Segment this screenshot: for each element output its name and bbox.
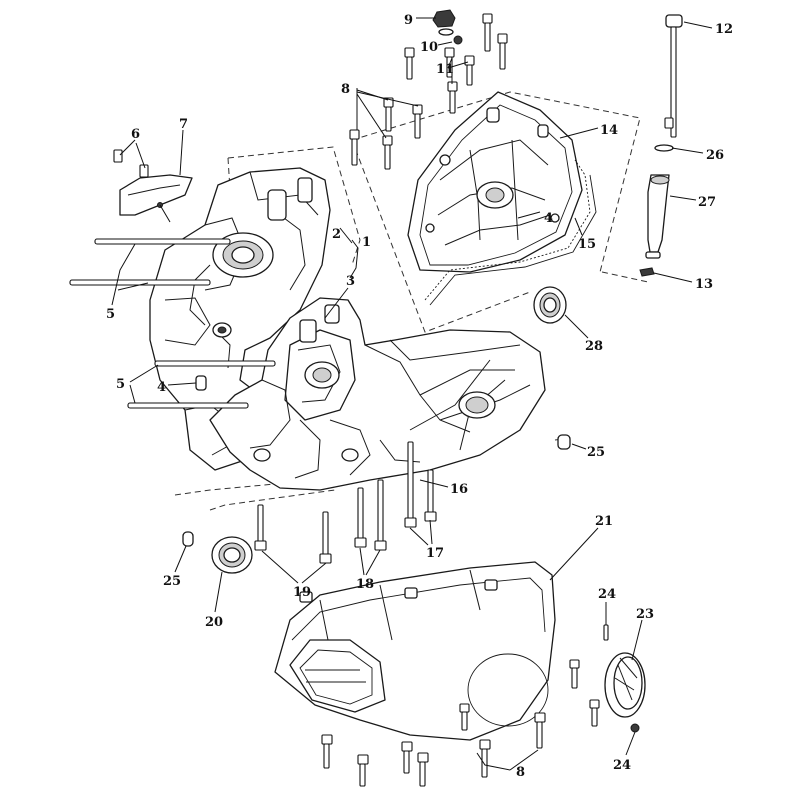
callout-12: 12 [715,22,733,37]
callout-17: 17 [426,546,444,561]
callout-7: 7 [179,117,188,132]
dipstick-assembly [639,14,683,277]
callout-3: 3 [346,274,355,289]
callout-1: 1 [362,235,371,250]
callout-2: 2 [332,227,341,242]
callout-13: 13 [695,277,713,292]
bolt [447,81,458,114]
bolt [464,55,475,86]
bolt [417,752,429,787]
callout-23: 23 [636,607,654,622]
crankcase-side-cover [407,91,597,306]
callout-20: 20 [205,615,223,630]
callout-11: 11 [436,62,454,77]
crankcase-joint-bolts [254,441,437,564]
dowel-pins [182,375,571,547]
bolt [479,739,491,778]
callout-27: 27 [698,195,716,210]
cvt-cover [274,561,556,741]
right-crankcase-half [209,297,546,491]
bolt [357,754,369,787]
bolt [459,703,470,731]
bolt [349,129,360,166]
cover-cap-23 [603,624,646,733]
cvt-cover-bolts [321,659,600,787]
callout-28: 28 [585,339,603,354]
callout-15: 15 [578,237,596,252]
top-cover-bolts [349,9,508,170]
callout-26: 26 [706,148,724,163]
oil-seal-20 [211,536,253,574]
callout-25: 25 [163,574,181,589]
bolt [404,47,415,80]
callout-5: 5 [116,377,125,392]
bolt [569,659,580,689]
callout-4: 4 [157,380,166,395]
callout-10: 10 [420,40,438,55]
bolt [401,741,413,774]
callout-8: 8 [341,82,350,97]
bolt [321,734,333,769]
callout-5: 5 [106,307,115,322]
callout-21: 21 [595,514,613,529]
heat-shield-bracket [113,149,193,223]
callout-14: 14 [600,123,618,138]
callout-24: 24 [613,758,631,773]
callout-4: 4 [544,211,553,226]
bolt [382,135,393,170]
callout-8: 8 [516,765,525,780]
bolt [589,699,600,727]
bolt [534,712,546,749]
callout-labels: 1 2 3 4 4 5 5 6 7 8 8 9 10 11 12 13 14 1… [106,13,733,780]
callout-9: 9 [404,13,413,28]
bolt [412,104,423,139]
callout-19: 19 [293,585,311,600]
leader-lines [111,17,713,771]
cylinder-studs [69,238,276,409]
callout-6: 6 [131,127,140,142]
oil-seal-28 [533,286,567,324]
callout-24: 24 [598,587,616,602]
callout-18: 18 [356,577,374,592]
callout-16: 16 [450,482,468,497]
bolt [482,13,493,52]
callout-25: 25 [587,445,605,460]
bolt [497,33,508,70]
bolt [383,97,394,132]
